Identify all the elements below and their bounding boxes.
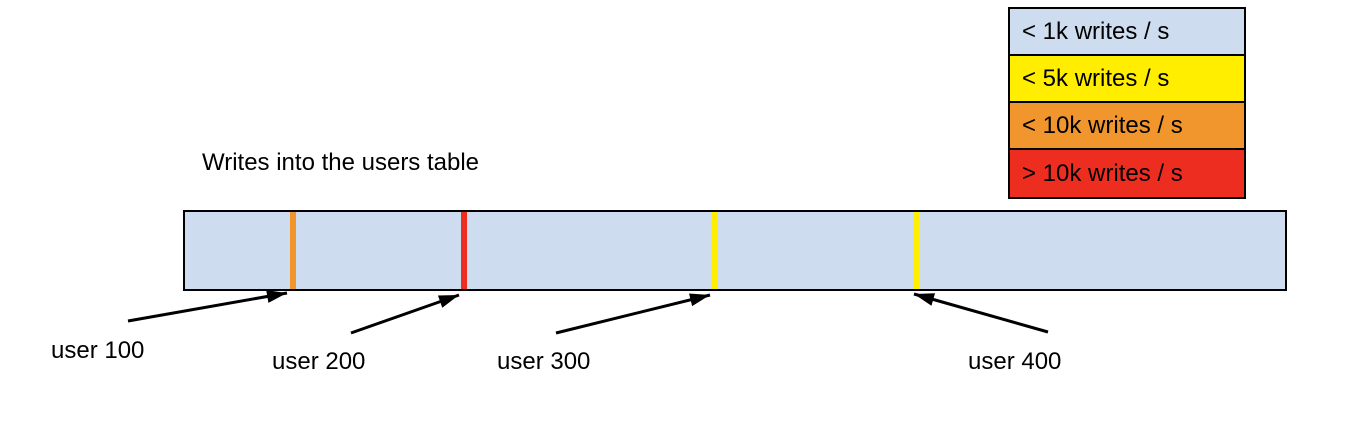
callout-label-user-300: user 300 [497,348,591,375]
callout-arrow-line-3 [913,292,1049,334]
legend-row-1: < 5k writes / s [1010,56,1244,103]
legend-label-2: < 10k writes / s [1022,111,1183,139]
legend-row-0: < 1k writes / s [1010,9,1244,56]
callout-arrowhead-2 [689,293,710,307]
write-rate-legend: < 1k writes / s < 5k writes / s < 10k wr… [1008,7,1246,199]
marker-stripe-user-200 [461,212,468,289]
callout-arrow-line-0 [127,291,288,323]
callout-arrow-line-2 [555,293,711,335]
callout-label-user-100: user 100 [51,337,145,364]
chart-title: Writes into the users table [202,149,480,176]
marker-stripe-user-300 [711,212,718,289]
users-table-band [183,210,1287,291]
callout-arrow-line-1 [350,293,460,335]
callout-label-user-400: user 400 [968,348,1062,375]
legend-label-3: > 10k writes / s [1022,159,1183,187]
callout-arrowhead-3 [914,293,936,306]
marker-stripe-user-400 [913,212,920,289]
legend-row-2: < 10k writes / s [1010,103,1244,150]
legend-row-3: > 10k writes / s [1010,150,1244,197]
callout-label-user-200: user 200 [272,348,366,375]
callout-arrowhead-0 [266,290,287,303]
legend-label-1: < 5k writes / s [1022,64,1170,92]
legend-label-0: < 1k writes / s [1022,17,1170,45]
marker-stripe-user-100 [289,212,296,289]
callout-arrowhead-1 [437,295,459,308]
